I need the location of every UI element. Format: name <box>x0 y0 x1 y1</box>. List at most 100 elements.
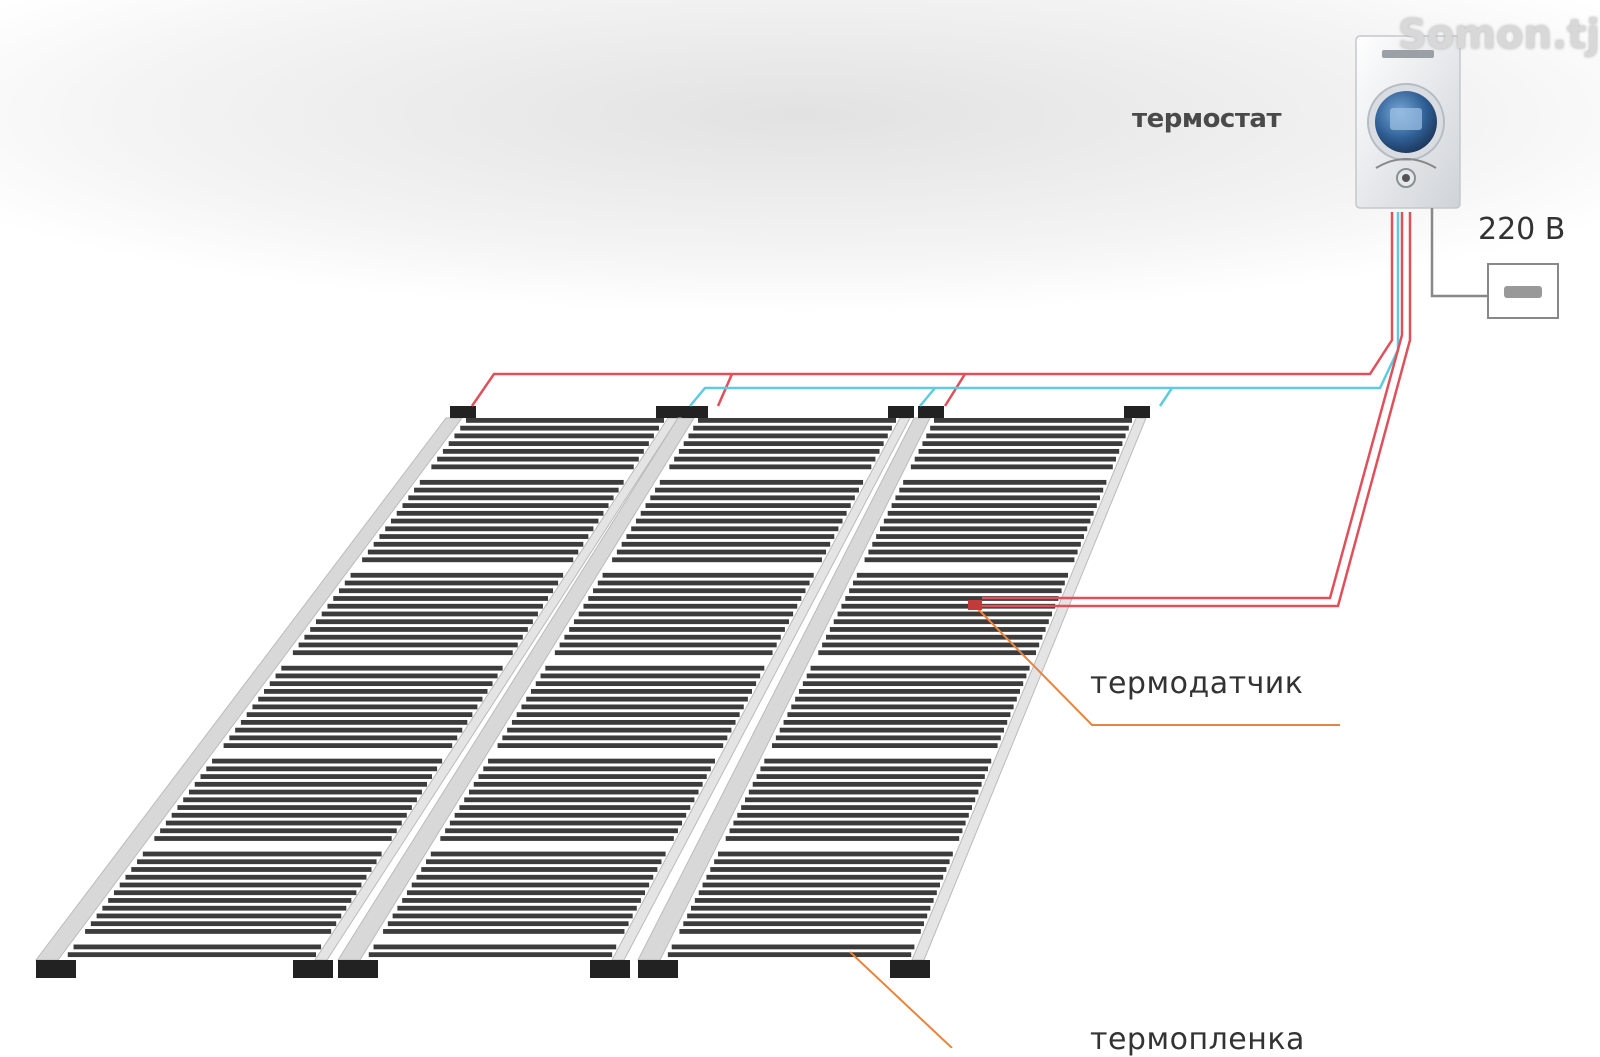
film-stripe <box>200 774 433 779</box>
film-stripe <box>298 642 518 648</box>
film-stripe <box>385 526 594 532</box>
film-stripe <box>526 696 748 702</box>
wire <box>982 212 1412 608</box>
connector-clip <box>682 406 708 418</box>
film-stripe <box>466 418 664 423</box>
film-stripe <box>899 487 1104 493</box>
film-stripe <box>741 805 972 810</box>
film-stripe <box>683 441 884 447</box>
film-stripe <box>833 619 1049 625</box>
film-stripe <box>142 851 382 857</box>
socket-wire <box>1430 208 1488 298</box>
film-stripe <box>442 448 644 454</box>
film-stripe <box>795 696 1017 702</box>
film-stripe <box>194 781 427 787</box>
film-stripe <box>165 820 402 826</box>
film-stripe <box>402 898 641 903</box>
film-stripe <box>269 681 493 687</box>
film-stripe <box>616 549 827 555</box>
film-stripe <box>408 495 614 501</box>
film-stripe <box>154 836 392 841</box>
film-stripe <box>674 456 876 462</box>
film-stripe <box>659 479 864 485</box>
film-stripe <box>671 944 915 950</box>
film-stripe <box>171 812 407 818</box>
film-stripe <box>90 921 337 927</box>
connector-clip <box>293 960 333 978</box>
film-stripe <box>569 627 785 632</box>
film-stripe <box>373 541 584 547</box>
film-stripe <box>621 541 831 547</box>
film-stripe <box>473 781 703 787</box>
film-stripe <box>108 898 352 903</box>
film-stripe <box>837 611 1052 617</box>
film-stripe <box>818 650 1036 656</box>
connector-clip <box>890 960 930 978</box>
film-panel <box>34 406 682 978</box>
film-stripe <box>367 549 579 555</box>
film-stripe <box>102 905 347 911</box>
heating-film-panels <box>34 406 1150 978</box>
film-stripe <box>511 719 736 725</box>
film-stripe <box>687 913 928 919</box>
film-stripe <box>748 789 979 795</box>
wire <box>716 373 734 407</box>
film-stripe <box>718 851 953 857</box>
film-stripe <box>406 890 646 896</box>
film-stripe <box>440 836 674 841</box>
film-stripe <box>535 681 757 687</box>
film-stripe <box>516 712 740 718</box>
film-stripe <box>872 541 1081 547</box>
film-stripe <box>426 859 662 865</box>
film-stripe <box>281 665 503 671</box>
film-stripe <box>362 557 574 563</box>
film-stripe <box>810 665 1030 671</box>
film-stripe <box>125 874 367 880</box>
film-stripe <box>903 479 1107 485</box>
film-stripe <box>694 898 934 903</box>
film-stripe <box>430 851 666 857</box>
film-stripe <box>445 828 678 834</box>
film-stripe <box>507 727 732 733</box>
film-stripe <box>333 596 549 601</box>
film-stripe <box>96 913 342 919</box>
film-stripe <box>887 510 1094 516</box>
film-stripe <box>396 510 604 516</box>
connector-clip <box>590 960 630 978</box>
film-stripe <box>339 588 554 594</box>
film-stripe <box>502 735 728 741</box>
film-stripe <box>437 456 639 462</box>
film-stripe <box>764 758 992 764</box>
film-stripe <box>806 673 1027 679</box>
film-stripe <box>478 774 707 779</box>
film-stripe <box>488 758 715 764</box>
film-stripe <box>702 882 940 888</box>
connector-clip <box>36 960 76 978</box>
film-stripe <box>934 418 1132 423</box>
film-stripe <box>779 727 1004 733</box>
film-stripe <box>448 441 649 447</box>
connector-clip <box>656 406 682 418</box>
thermostat-icon <box>1355 35 1461 209</box>
film-stripe <box>853 580 1065 586</box>
film-stripe <box>321 611 538 617</box>
film-stripe <box>402 503 609 508</box>
film-stripe <box>725 836 960 841</box>
film-stripe <box>67 952 317 958</box>
film-stripe <box>679 929 921 934</box>
film-stripe <box>246 712 473 718</box>
film-stripe <box>235 727 463 733</box>
film-stripe <box>419 479 624 485</box>
film-stripe <box>459 805 691 810</box>
film-stripe <box>392 913 633 919</box>
film-stripe <box>829 627 1046 632</box>
film-stripe <box>292 650 513 656</box>
film-stripe <box>212 758 443 764</box>
film-stripe <box>137 859 377 865</box>
film-stripe <box>264 689 488 694</box>
film-stripe <box>733 820 966 826</box>
film-stripe <box>635 518 843 524</box>
film-stripe <box>714 859 950 865</box>
film-stripe <box>650 495 855 501</box>
film-stripe <box>73 944 322 950</box>
